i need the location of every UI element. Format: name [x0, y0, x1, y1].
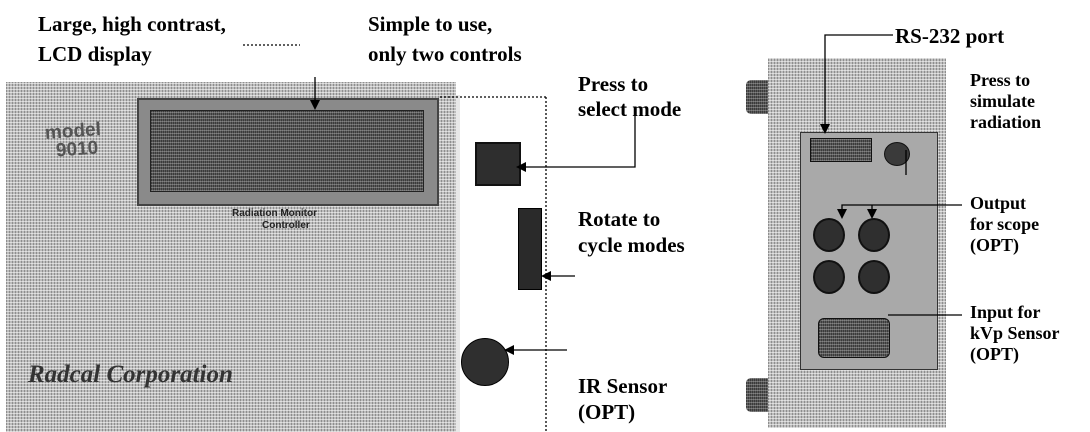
arrow-rotate	[541, 271, 551, 281]
callout-simulate-line2: simulate	[970, 91, 1035, 111]
arrow-select	[516, 162, 526, 172]
callout-rs232: RS-232 port	[895, 24, 1004, 48]
callout-ir-line1: IR Sensor	[578, 374, 667, 398]
arrow-rs232	[820, 124, 830, 134]
callout-output-line2: for scope	[970, 214, 1039, 234]
leader-output	[842, 205, 962, 215]
callout-input-line1: Input for	[970, 302, 1041, 322]
callout-rotate-line1: Rotate to	[578, 207, 660, 231]
callout-lcd-line1: Large, high contrast,	[38, 12, 226, 36]
arrow-output-b	[867, 209, 877, 219]
callout-ir-line2: (OPT)	[578, 400, 635, 424]
callout-input-line3: (OPT)	[970, 344, 1019, 364]
callout-input-line2: kVp Sensor	[970, 323, 1060, 343]
callout-lcd-line2: LCD display	[38, 42, 152, 66]
callout-select-line2: select mode	[578, 97, 681, 121]
callout-rotate-line2: cycle modes	[578, 233, 685, 257]
callout-simulate-line3: radiation	[970, 112, 1041, 132]
arrow-ir	[504, 345, 514, 355]
arrow-display	[310, 100, 320, 110]
callout-output-line1: Output	[970, 193, 1026, 213]
callout-controls-line1: Simple to use,	[368, 12, 492, 36]
arrow-output-a	[837, 209, 847, 219]
callout-simulate-line1: Press to	[970, 70, 1030, 90]
callout-output-line3: (OPT)	[970, 235, 1019, 255]
callout-select-line1: Press to	[578, 72, 648, 96]
leader-rs232	[825, 35, 893, 130]
callout-controls-line2: only two controls	[368, 42, 522, 66]
